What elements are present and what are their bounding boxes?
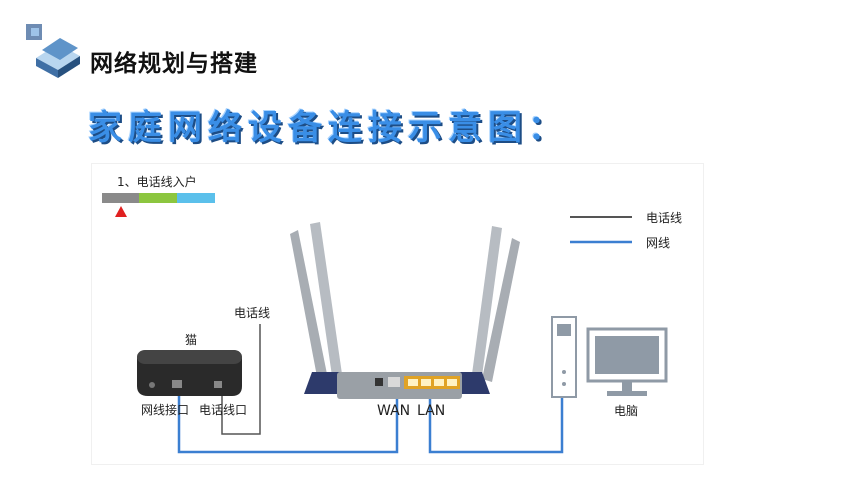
- phone-line-path: [221, 324, 261, 435]
- router-icon: [290, 222, 520, 399]
- cube-logo-icon: [26, 24, 80, 78]
- progress-segment-blue: [177, 193, 215, 203]
- modem-port-phone-label: 电话线口: [199, 403, 248, 417]
- progress-segment-phone: [102, 193, 139, 203]
- phone-line-label: 电话线: [234, 306, 271, 320]
- computer-label: 电脑: [614, 404, 639, 418]
- progress-segment-green: [139, 193, 177, 203]
- modem-port-net-label: 网线接口: [141, 403, 190, 417]
- modem-icon: [137, 350, 242, 396]
- section-title: 网络规划与搭建: [90, 51, 258, 77]
- computer-icon: [551, 316, 668, 398]
- router-lan-label: LAN: [417, 403, 446, 419]
- modem-label: 猫: [185, 333, 198, 347]
- legend-phone-label: 电话线: [646, 211, 683, 225]
- marker-triangle-icon: [115, 206, 127, 217]
- diagram-panel: 1、电话线入户 电话线 网线 电话线 猫 网线接口 电话线口 WAN LAN 电…: [91, 163, 704, 465]
- page-title: 家庭网络设备连接示意图：: [88, 108, 568, 148]
- router-wan-label: WAN: [377, 403, 411, 419]
- wan-cable-path: [177, 396, 399, 454]
- lan-cable-path: [428, 396, 564, 454]
- legend-net-label: 网线: [646, 236, 671, 250]
- step-label: 1、电话线入户: [117, 175, 197, 189]
- network-diagram: [102, 193, 668, 454]
